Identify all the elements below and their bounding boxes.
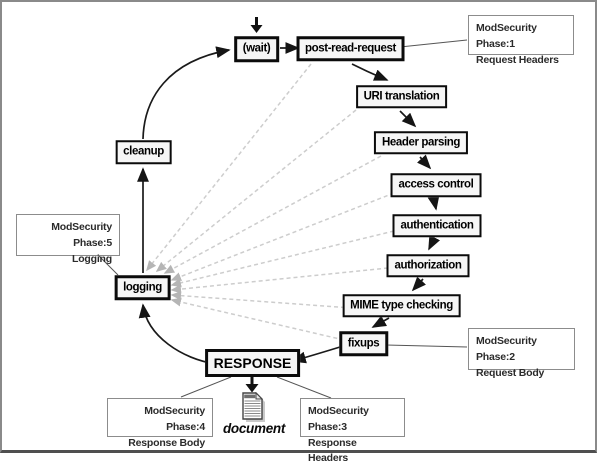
annotation-phase2: ModSecurity Phase:2 Request Body [468, 328, 575, 370]
feedback-line-post-read-request [147, 64, 311, 270]
node-header-parsing: Header parsing [374, 131, 468, 155]
connector-phase1 [400, 40, 467, 47]
edge-cleanup-to-wait [143, 50, 229, 139]
annotation-line: ModSecurity Phase:2 [476, 334, 567, 366]
node-cleanup: cleanup [115, 140, 172, 164]
node-authentication: authentication [393, 214, 482, 238]
annotation-phase3: ModSecurity Phase:3 Response Headers [300, 398, 405, 437]
annotation-phase1: ModSecurity Phase:1 Request Headers [468, 15, 574, 55]
edge-post-read-request-to-uri-translation [352, 64, 387, 80]
node-authorization: authorization [387, 254, 470, 278]
feedback-line-access-control [172, 193, 394, 280]
edge-authorization-to-mime-type-checking [413, 279, 423, 290]
feedback-line-header-parsing [165, 156, 381, 273]
node-post-read-request: post-read-request [296, 36, 405, 62]
annotation-phase4: ModSecurity Phase:4 Response Body [107, 398, 213, 437]
feedback-line-fixups [172, 300, 344, 340]
response-to-document-arrow-icon [246, 377, 259, 393]
annotation-phase5: ModSecurity Phase:5 Logging [16, 214, 120, 256]
entry-arrow-icon [251, 17, 263, 33]
edge-header-parsing-to-access-control [420, 157, 430, 168]
annotation-line: Request Body [476, 366, 567, 382]
node-access-control: access control [391, 173, 482, 197]
edge-mime-type-checking-to-fixups [373, 318, 389, 327]
annotation-line: Logging [24, 252, 112, 268]
annotation-line: ModSecurity Phase:3 [308, 404, 397, 436]
connector-phase2 [386, 345, 467, 347]
node-uri-translation: URI translation [356, 85, 448, 109]
feedback-line-authorization [172, 268, 388, 290]
node-fixups: fixups [339, 331, 388, 357]
annotation-line: Response Body [115, 436, 205, 452]
annotation-line: Request Headers [476, 53, 566, 69]
annotation-line: ModSecurity Phase:5 [24, 220, 112, 252]
annotation-line: ModSecurity Phase:1 [476, 21, 566, 53]
document-label: document [223, 421, 285, 436]
annotation-line: Response Headers [308, 436, 397, 467]
node-response: RESPONSE [205, 349, 301, 377]
feedback-line-authentication [172, 231, 394, 285]
edge-authentication-to-authorization [429, 239, 434, 249]
edge-uri-translation-to-header-parsing [400, 111, 415, 126]
edge-access-control-to-authentication [434, 199, 436, 209]
connector-phase3 [277, 377, 331, 398]
connector-phase4 [181, 377, 231, 397]
node-logging: logging [114, 275, 171, 301]
node-wait: (wait) [234, 36, 280, 62]
node-mime-type-checking: MIME type checking [342, 294, 461, 318]
annotation-line: ModSecurity Phase:4 [115, 404, 205, 436]
